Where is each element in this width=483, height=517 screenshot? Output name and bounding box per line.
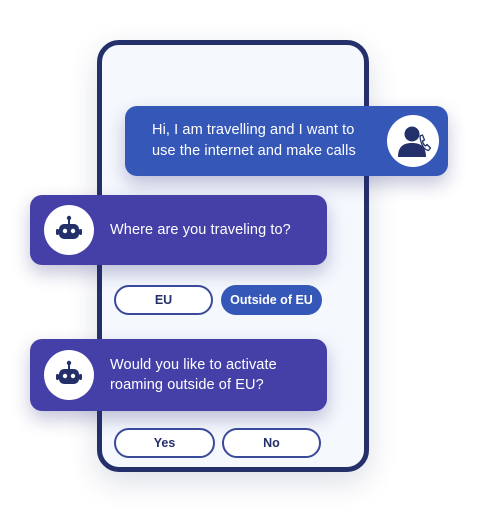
user-message-text: Hi, I am travelling and I want to use th… [152,122,356,159]
no-button[interactable]: No [222,428,321,458]
bot-message-bubble-1: Where are you traveling to? [30,195,327,265]
option-eu-button[interactable]: EU [114,285,213,315]
robot-icon [56,360,82,384]
robot-icon [56,215,82,239]
bot-avatar-2 [44,350,94,400]
bot-message-text-1: Where are you traveling to? [110,222,291,238]
bot-avatar-1 [44,205,94,255]
option-outside-eu-button[interactable]: Outside of EU [221,285,322,315]
user-avatar [387,115,439,167]
yes-button[interactable]: Yes [114,428,215,458]
bot-message-text-2: Would you like to activate roaming outsi… [110,357,277,393]
bot-message-bubble-2: Would you like to activate roaming outsi… [30,339,327,411]
user-phone-icon [398,126,432,157]
user-message-bubble: Hi, I am travelling and I want to use th… [125,106,448,176]
